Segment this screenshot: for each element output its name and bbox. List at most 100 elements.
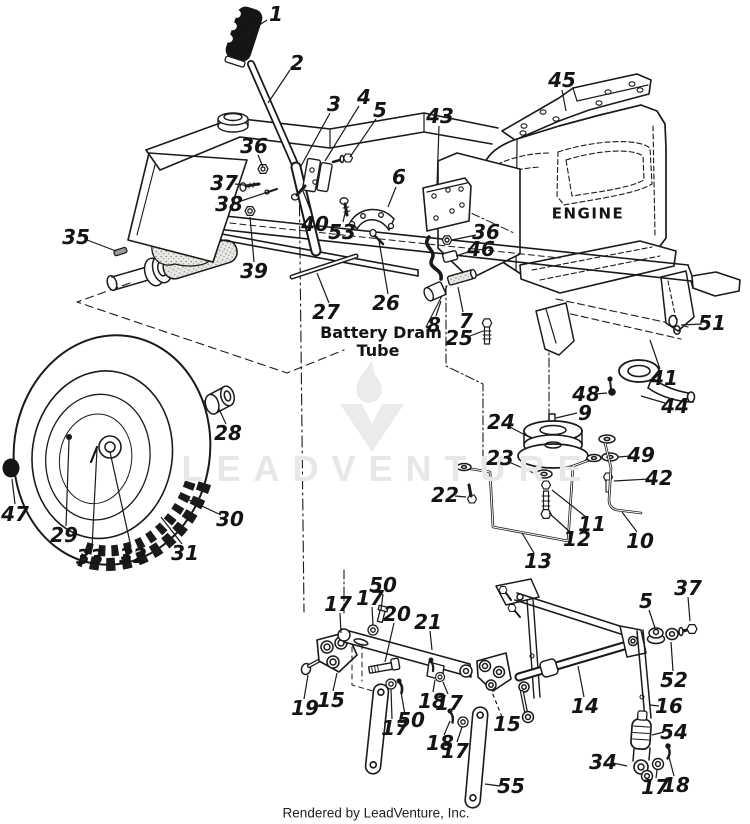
leader-line-54 <box>651 731 665 736</box>
leader-line-24 <box>509 426 528 437</box>
lift-linkage <box>300 604 512 809</box>
leader-line-22 <box>454 495 467 498</box>
wheel <box>2 334 236 571</box>
idler-pulley-assembly <box>456 413 643 543</box>
leader-line-6 <box>387 186 397 208</box>
leader-line-27 <box>316 272 330 304</box>
frame-hangers <box>535 270 695 356</box>
leader-line-3 <box>300 112 331 167</box>
leader-line-19 <box>303 674 309 700</box>
leader-line-13 <box>521 532 535 554</box>
leader-line-2 <box>267 69 291 104</box>
leader-line-50 <box>380 593 384 611</box>
frame-rails <box>180 212 741 297</box>
leader-line-18 <box>432 679 436 693</box>
fuel-tank-panel <box>127 112 499 263</box>
leader-line-21 <box>429 630 433 651</box>
leader-line-18 <box>443 720 451 736</box>
hanger-strap-left <box>364 683 390 775</box>
leader-line-42 <box>613 478 650 482</box>
top-plate <box>495 578 540 606</box>
leader-line-26 <box>378 240 389 295</box>
cable-clamp <box>441 250 459 263</box>
axle-cap <box>2 458 20 478</box>
leader-line-37 <box>234 183 253 187</box>
leader-line-17 <box>442 681 449 695</box>
leader-line-53 <box>342 208 347 223</box>
watermark-text: LEADVENTURE <box>181 448 595 489</box>
leader-line-36 <box>451 234 477 241</box>
leader-line-32 <box>109 451 132 548</box>
muffler <box>607 359 696 403</box>
leader-line-1 <box>229 19 268 45</box>
leader-line-17 <box>371 606 374 626</box>
leader-line-43 <box>436 125 440 186</box>
hanger-strap-right <box>464 706 489 809</box>
footer-credit: Rendered by LeadVenture, Inc. <box>282 805 470 821</box>
bolt-20 <box>368 657 401 674</box>
leader-line-52 <box>670 641 674 672</box>
leader-line-40 <box>302 190 313 215</box>
leader-line-7 <box>457 286 464 313</box>
leader-line-38 <box>240 190 272 202</box>
leader-line-49 <box>617 455 632 458</box>
leader-line-34 <box>612 762 628 767</box>
leader-line-28 <box>218 408 227 425</box>
leader-line-44 <box>640 395 666 404</box>
leader-line-17 <box>339 612 342 634</box>
leader-line-50 <box>400 691 406 716</box>
leader-line-10 <box>621 511 638 533</box>
leader-line-41 <box>649 339 661 370</box>
link-bar-16 <box>636 630 646 720</box>
leader-line-17 <box>655 769 658 779</box>
shift-lever <box>224 6 354 257</box>
ferrule-54 <box>630 710 652 751</box>
washer-52 <box>665 627 679 641</box>
leader-line-25 <box>469 330 484 337</box>
leader-line-33 <box>91 448 98 549</box>
leader-line-5 <box>648 609 656 629</box>
leader-line-11 <box>551 489 587 518</box>
leader-line-8 <box>435 300 442 317</box>
leader-line-51 <box>680 323 703 326</box>
lever-grip <box>224 6 263 68</box>
leader-line-9 <box>555 412 578 419</box>
ring-51 <box>668 314 678 328</box>
leader-line-55 <box>484 783 501 787</box>
rear-lift-frame <box>495 578 698 783</box>
leader-line-4 <box>324 105 360 162</box>
leader-line-39 <box>249 216 255 263</box>
leader-line-35 <box>86 239 117 252</box>
leader-line-18 <box>668 756 675 777</box>
leader-line-45 <box>561 89 567 112</box>
valve-stem <box>89 445 99 464</box>
leader-line-14 <box>577 665 585 698</box>
leader-line-5 <box>349 118 377 158</box>
leader-line-46 <box>455 250 472 257</box>
leader-line-23 <box>508 461 537 475</box>
engine-mount-bracket <box>501 73 652 141</box>
leader-line-47 <box>11 478 16 505</box>
leadventure-logo-watermark <box>340 360 404 452</box>
rear-bumper-bracket <box>691 271 741 297</box>
axle-pin <box>113 246 128 257</box>
battery-drain-parts <box>423 235 493 345</box>
leader-line-48 <box>594 392 608 395</box>
wheel-spacer <box>204 385 236 415</box>
engine-block <box>479 73 677 294</box>
leader-line-36 <box>257 154 264 168</box>
drain-cylinder <box>423 281 447 302</box>
leader-line-12 <box>548 512 571 533</box>
bracket-43 <box>422 177 472 232</box>
leader-line-16 <box>649 704 660 707</box>
leader-line-17 <box>390 688 393 720</box>
bolt-50-upper <box>376 604 389 624</box>
battery-cable <box>425 235 443 281</box>
bolt-22 <box>467 483 473 498</box>
leader-line-37 <box>687 596 691 622</box>
fuel-cap <box>217 112 249 133</box>
lever-hardware <box>239 163 395 246</box>
